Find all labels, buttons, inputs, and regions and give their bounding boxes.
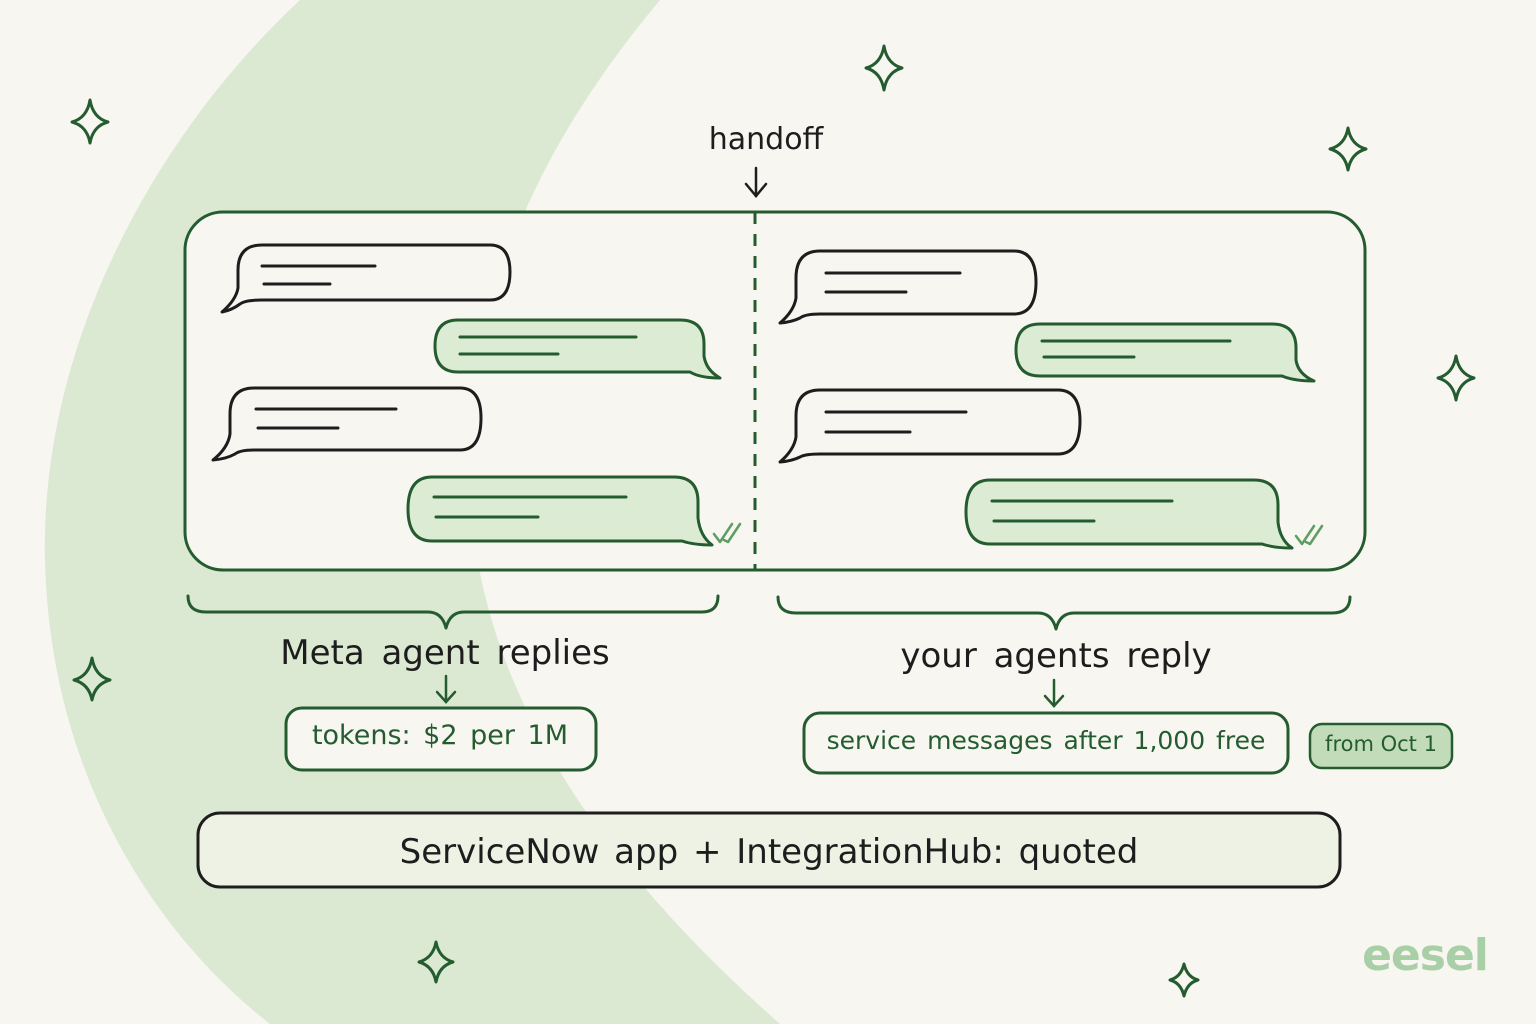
left-chat-panel	[211, 243, 742, 547]
outgoing-message-bubble	[433, 318, 722, 380]
incoming-message-bubble	[778, 249, 1038, 325]
incoming-message-bubble	[211, 386, 483, 462]
your-agents-label: your agents reply	[900, 636, 1212, 676]
incoming-message-bubble	[220, 243, 512, 314]
bottom-bar-text: ServiceNow app + IntegrationHub: quoted	[399, 832, 1139, 872]
service-messages-text: service messages after 1,000 free	[826, 726, 1266, 755]
right-brace-icon	[776, 595, 1352, 631]
date-badge	[1308, 722, 1454, 770]
outgoing-message-bubble	[406, 475, 714, 547]
date-badge-text: from Oct 1	[1325, 732, 1437, 756]
arrow-down-icon	[1043, 678, 1065, 708]
sparkle-icon	[72, 656, 112, 702]
handoff-label: handoff	[708, 122, 824, 157]
sparkle-icon	[417, 940, 455, 984]
tokens-cost-box	[284, 706, 598, 772]
arrow-down-icon	[435, 674, 457, 704]
sparkle-icon	[1168, 962, 1200, 998]
double-check-icon	[1294, 524, 1324, 546]
left-brace-icon	[186, 594, 720, 630]
service-messages-box	[802, 711, 1290, 775]
outgoing-message-bubble	[1014, 322, 1316, 383]
sparkle-icon	[1328, 126, 1368, 172]
double-check-icon	[712, 522, 742, 544]
background-crescent-left	[0, 0, 300, 1024]
brand-logo: eesel	[1362, 930, 1489, 981]
sparkle-icon	[1436, 354, 1476, 402]
tokens-cost-text: tokens: $2 per 1M	[311, 720, 569, 751]
right-chat-panel	[778, 249, 1324, 550]
outgoing-message-bubble	[964, 478, 1294, 550]
arrow-down-icon	[744, 166, 768, 198]
bottom-bar	[196, 811, 1342, 889]
sparkle-icon	[864, 44, 904, 92]
meta-agent-label: Meta agent replies	[280, 633, 610, 673]
sparkle-icon	[70, 98, 110, 145]
incoming-message-bubble	[778, 388, 1082, 464]
